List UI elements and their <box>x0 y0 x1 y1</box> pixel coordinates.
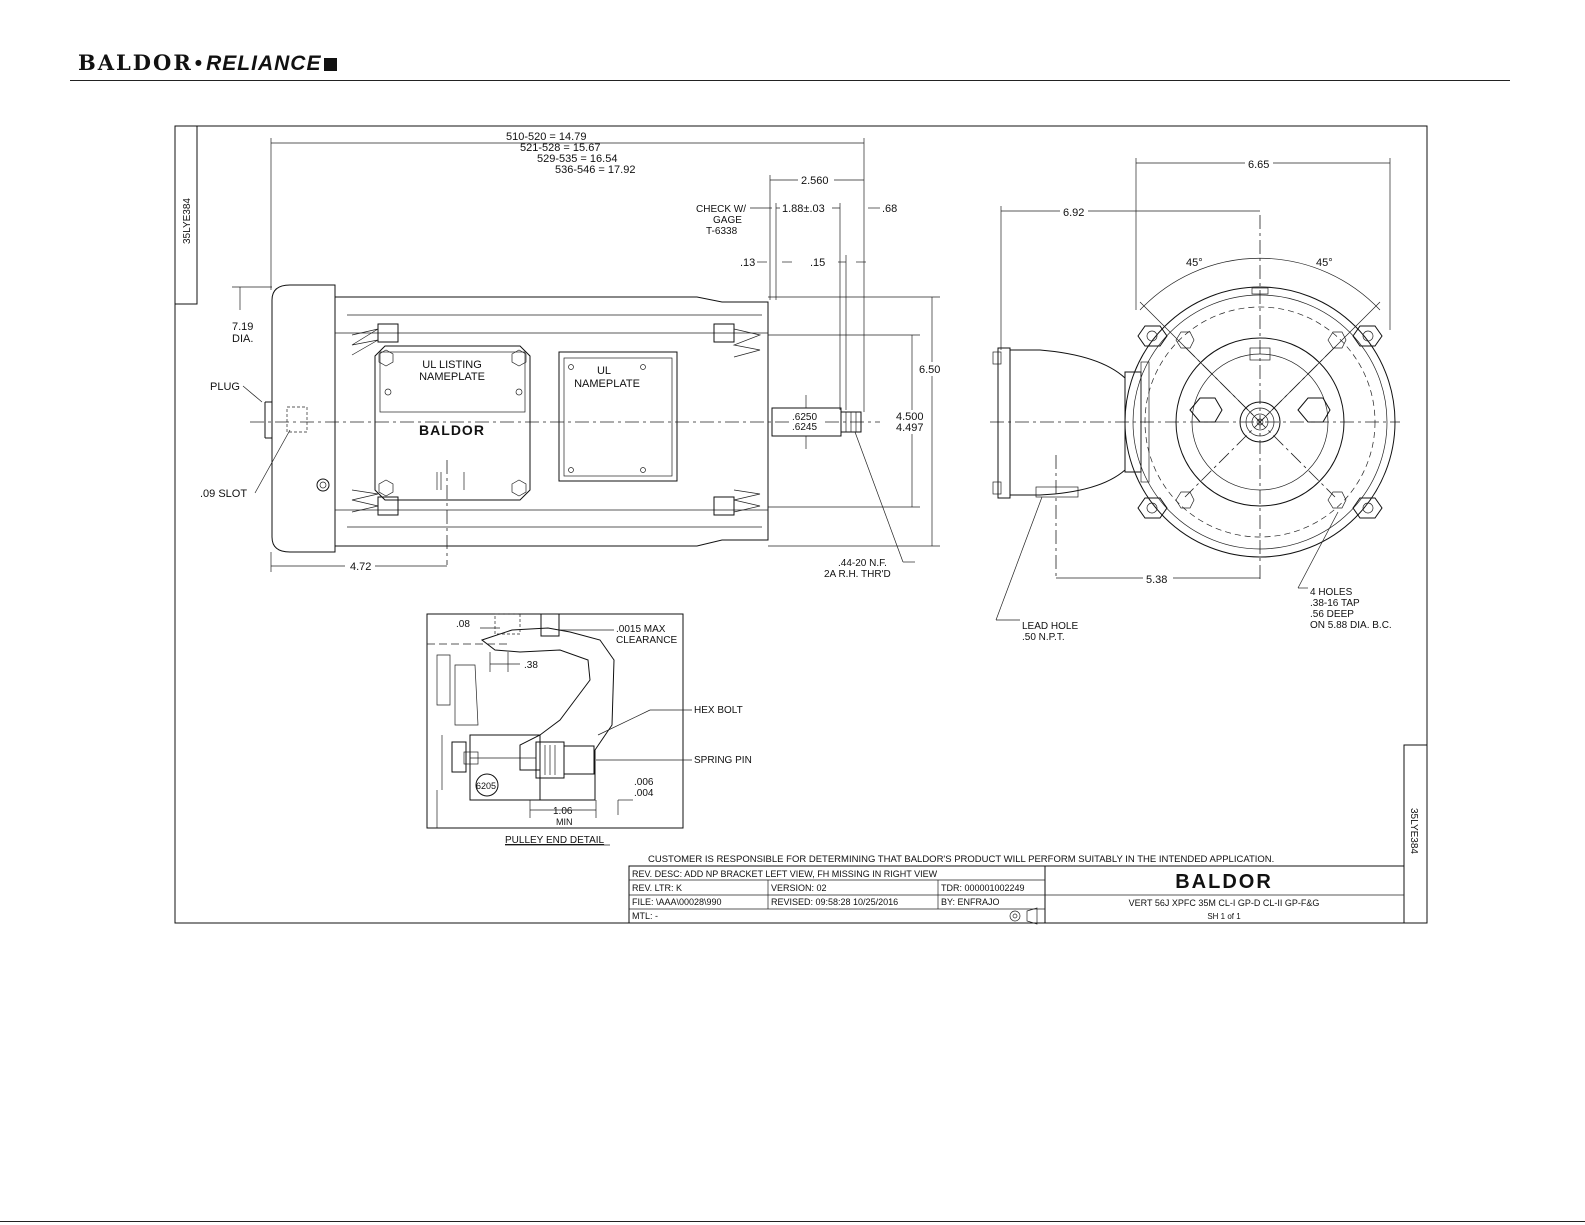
dim-6250: .6250 <box>792 412 817 423</box>
holes-2: .38-16 TAP <box>1310 598 1360 609</box>
pulley-end-detail: 6205 .08 .0015 MAX CLEARANCE .38 HEX BOL… <box>426 613 752 846</box>
check-gage-1: CHECK W/ <box>696 204 746 215</box>
revised: REVISED: 09:58:28 10/25/2016 <box>771 897 898 907</box>
rev-desc: REV. DESC: ADD NP BRACKET LEFT VIEW, FH … <box>632 869 938 879</box>
brand-baldor: BALDOR <box>78 50 193 75</box>
dim-719-dia: DIA. <box>232 333 253 345</box>
lead-hole-2: .50 N.P.T. <box>1022 632 1065 643</box>
drawing-id-top-left: 35LYE384 <box>182 198 193 244</box>
title-block-logo: BALDOR <box>1175 871 1273 893</box>
ul-nameplate-line1: UL <box>597 365 611 377</box>
brand-separator: • <box>194 52 205 75</box>
brand-reliance: RELIANCE <box>206 52 322 75</box>
side-view-dimensions: 510-520 = 14.79 521-528 = 15.67 529-535 … <box>200 131 946 580</box>
rev-ltr: REV. LTR: K <box>632 883 682 893</box>
hex-bolt-label: HEX BOLT <box>694 705 743 716</box>
id-box-top-left <box>174 125 198 305</box>
tol-1: .006 <box>634 777 654 788</box>
drawing-border <box>174 125 1428 924</box>
dim-15: .15 <box>810 257 825 269</box>
file-path: FILE: \AAA\00028\990 <box>632 897 722 907</box>
detail-08: .08 <box>456 619 470 630</box>
clearance-2: CLEARANCE <box>616 635 677 646</box>
thread-2: 2A R.H. THR'D <box>824 569 891 580</box>
dim-650: 6.50 <box>919 364 940 376</box>
material: MTL: - <box>632 911 658 921</box>
dim-665: 6.65 <box>1248 159 1269 171</box>
dim-188: 1.88±.03 <box>782 203 825 215</box>
brand-mark-icon <box>324 58 338 71</box>
ul-listing-line2: NAMEPLATE <box>419 371 485 383</box>
thread-1: .44-20 N.F. <box>838 558 887 569</box>
sheet-number: SH 1 of 1 <box>1207 912 1241 921</box>
lead-hole-1: LEAD HOLE <box>1022 621 1078 632</box>
disclaimer: CUSTOMER IS RESPONSIBLE FOR DETERMINING … <box>648 854 1274 865</box>
ul-nameplate-line2: NAMEPLATE <box>574 378 640 390</box>
version: VERSION: 02 <box>771 883 827 893</box>
dim-692: 6.92 <box>1063 207 1084 219</box>
brand-logo: BALDOR•RELIANCE <box>78 50 338 76</box>
id-box-right <box>1403 744 1428 924</box>
detail-38: .38 <box>524 660 538 671</box>
plug-label: PLUG <box>210 381 240 393</box>
projection-symbol-icon <box>1009 907 1038 925</box>
length-row-1: 510-520 = 14.79 <box>506 131 586 143</box>
dim-6245: .6245 <box>792 422 817 433</box>
dim-2560: 2.560 <box>801 175 829 187</box>
dim-719: 7.19 <box>232 321 253 333</box>
length-row-3: 529-535 = 16.54 <box>537 153 617 165</box>
dim-4497: 4.497 <box>896 422 924 434</box>
angle-left: 45° <box>1186 257 1203 269</box>
clearance-1: .0015 MAX <box>616 624 666 635</box>
length-row-4: 536-546 = 17.92 <box>555 164 635 176</box>
tol-2: .004 <box>634 788 654 799</box>
end-view-dimensions: 6.65 6.92 45° 45° 5.38 LEAD HOLE .50 N.P… <box>995 157 1392 643</box>
header-rule <box>70 80 1510 81</box>
nameplate-logo: BALDOR <box>419 422 485 438</box>
title-block: CUSTOMER IS RESPONSIBLE FOR DETERMINING … <box>628 854 1405 925</box>
holes-3: .56 DEEP <box>1310 609 1354 620</box>
length-row-2: 521-528 = 15.67 <box>520 142 600 154</box>
min-label: MIN <box>556 817 573 827</box>
end-view <box>990 215 1400 580</box>
slot-label: .09 SLOT <box>200 488 247 500</box>
min-value: 1.06 <box>553 806 573 817</box>
ul-listing-line1: UL LISTING <box>422 359 482 371</box>
side-view: UL LISTING NAMEPLATE BALDOR UL NAMEPLATE <box>250 284 880 565</box>
drawn-by: BY: ENFRAJO <box>941 897 1000 907</box>
detail-bearing: 6205 <box>476 781 496 791</box>
dim-13: .13 <box>740 257 755 269</box>
check-gage-3: T-6338 <box>706 226 738 237</box>
holes-1: 4 HOLES <box>1310 587 1353 598</box>
drawing-description: VERT 56J XPFC 35M CL-I GP-D CL-II GP-F&G <box>1129 898 1320 908</box>
holes-4: ON 5.88 DIA. B.C. <box>1310 620 1392 631</box>
detail-title: PULLEY END DETAIL <box>505 835 605 846</box>
dim-538: 5.38 <box>1146 574 1167 586</box>
footer-rule <box>0 1221 1585 1222</box>
drawing-id-right: 35LYE384 <box>1408 808 1419 854</box>
dim-4500: 4.500 <box>896 411 924 423</box>
spring-pin-label: SPRING PIN <box>694 755 752 766</box>
angle-right: 45° <box>1316 257 1333 269</box>
dim-472: 4.72 <box>350 561 371 573</box>
check-gage-2: GAGE <box>713 215 742 226</box>
tdr: TDR: 000001002249 <box>941 883 1025 893</box>
dim-68: .68 <box>882 203 897 215</box>
